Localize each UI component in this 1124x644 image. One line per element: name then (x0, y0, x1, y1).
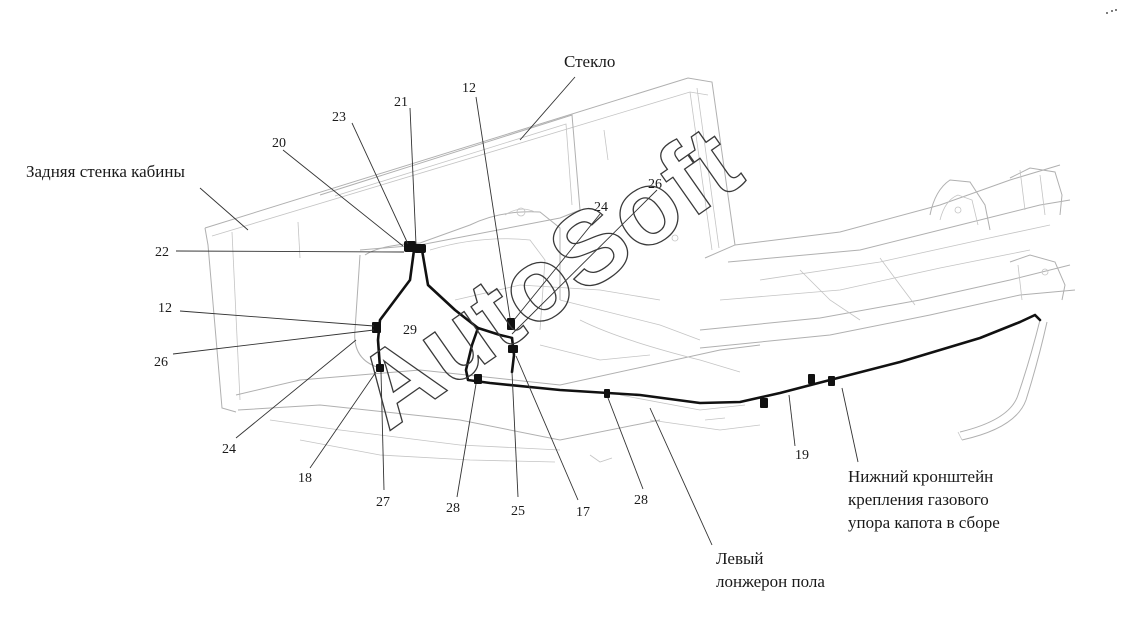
callout-24-top: 24 (594, 200, 608, 215)
label-left-floor-spar-line1: Левый (716, 549, 764, 568)
watermark-autosoft: AutoSoft (335, 104, 761, 451)
callout-19: 19 (795, 448, 809, 463)
label-hood-bracket-line2: крепления газового (848, 490, 989, 509)
callout-22: 22 (155, 245, 169, 260)
callout-29: 29 (403, 323, 417, 338)
label-rear-cab-wall: Задняя стенка кабины (26, 162, 186, 181)
callout-28-right: 28 (634, 493, 648, 508)
callout-26-left: 26 (154, 355, 168, 370)
corner-mark (1106, 9, 1117, 14)
callout-21: 21 (394, 95, 408, 110)
callout-17: 17 (576, 505, 590, 520)
vehicle-body-drawing (204, 77, 1076, 463)
callout-numbers: 12 20 23 21 24 26 22 12 26 29 24 18 27 2… (154, 81, 809, 520)
callout-28-left: 28 (446, 501, 460, 516)
callout-26-top: 26 (648, 177, 662, 192)
fuel-pipe-assembly (372, 241, 1042, 408)
label-hood-bracket-line3: упора капота в сборе (848, 513, 1000, 532)
leader-lines (172, 76, 859, 546)
label-hood-bracket-line1: Нижний кронштейн (848, 467, 993, 486)
callout-12-left: 12 (158, 301, 172, 316)
callout-18: 18 (298, 471, 312, 486)
callout-20: 20 (272, 136, 286, 151)
callout-23: 23 (332, 110, 346, 125)
label-left-floor-spar-line2: лонжерон пола (716, 572, 825, 591)
callout-27: 27 (376, 495, 390, 510)
callout-24-left: 24 (222, 442, 236, 457)
callout-12-top: 12 (462, 81, 476, 96)
label-glass: Стекло (564, 52, 615, 71)
callout-25: 25 (511, 504, 525, 519)
part-labels: Стекло Задняя стенка кабины Нижний кронш… (26, 52, 1000, 591)
